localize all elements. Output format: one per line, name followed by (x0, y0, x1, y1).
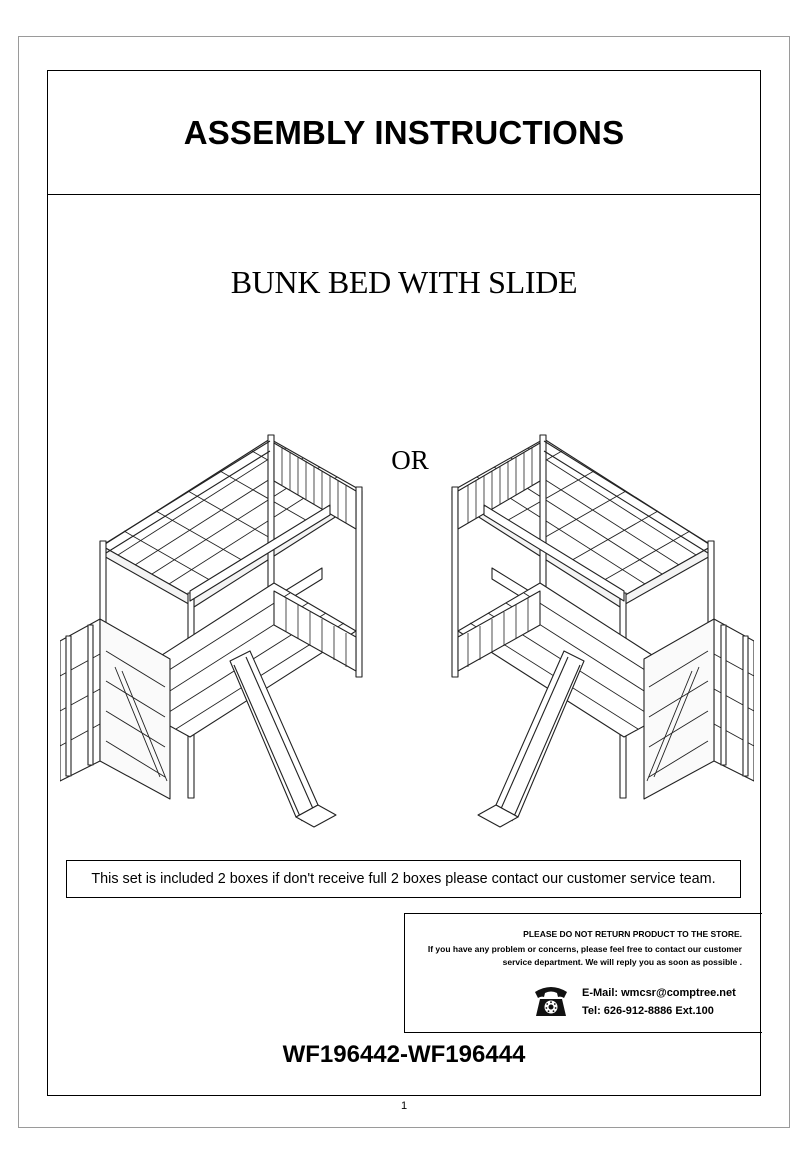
contact-email: E-Mail: wmcsr@comptree.net (582, 987, 736, 999)
bunk-bed-stairs-left-icon (60, 434, 363, 828)
product-name: BUNK BED WITH SLIDE (230, 264, 578, 300)
page-border (18, 36, 790, 1128)
or-label: OR (391, 445, 429, 475)
return-warning: PLEASE DO NOT RETURN PRODUCT TO THE STOR… (523, 929, 742, 939)
bunk-bed-stairs-right-icon (451, 434, 754, 828)
title-band: ASSEMBLY INSTRUCTIONS (48, 71, 760, 195)
telephone-icon (535, 987, 567, 1016)
contact-box: PLEASE DO NOT RETURN PRODUCT TO THE STOR… (404, 913, 762, 1033)
support-message: If you have any problem or concerns, ple… (427, 944, 742, 967)
contact-phone: Tel: 626-912-8886 Ext.100 (582, 1005, 714, 1017)
page-number: 1 (400, 1100, 408, 1112)
document-title: ASSEMBLY INSTRUCTIONS (183, 113, 625, 151)
notice-box: This set is included 2 boxes if don't re… (66, 860, 741, 898)
model-number: WF196442-WF196444 (282, 1041, 526, 1068)
document-frame: ASSEMBLY INSTRUCTIONS BUNK BED WITH SLID… (47, 70, 762, 1096)
notice-text: This set is included 2 boxes if don't re… (91, 871, 716, 887)
